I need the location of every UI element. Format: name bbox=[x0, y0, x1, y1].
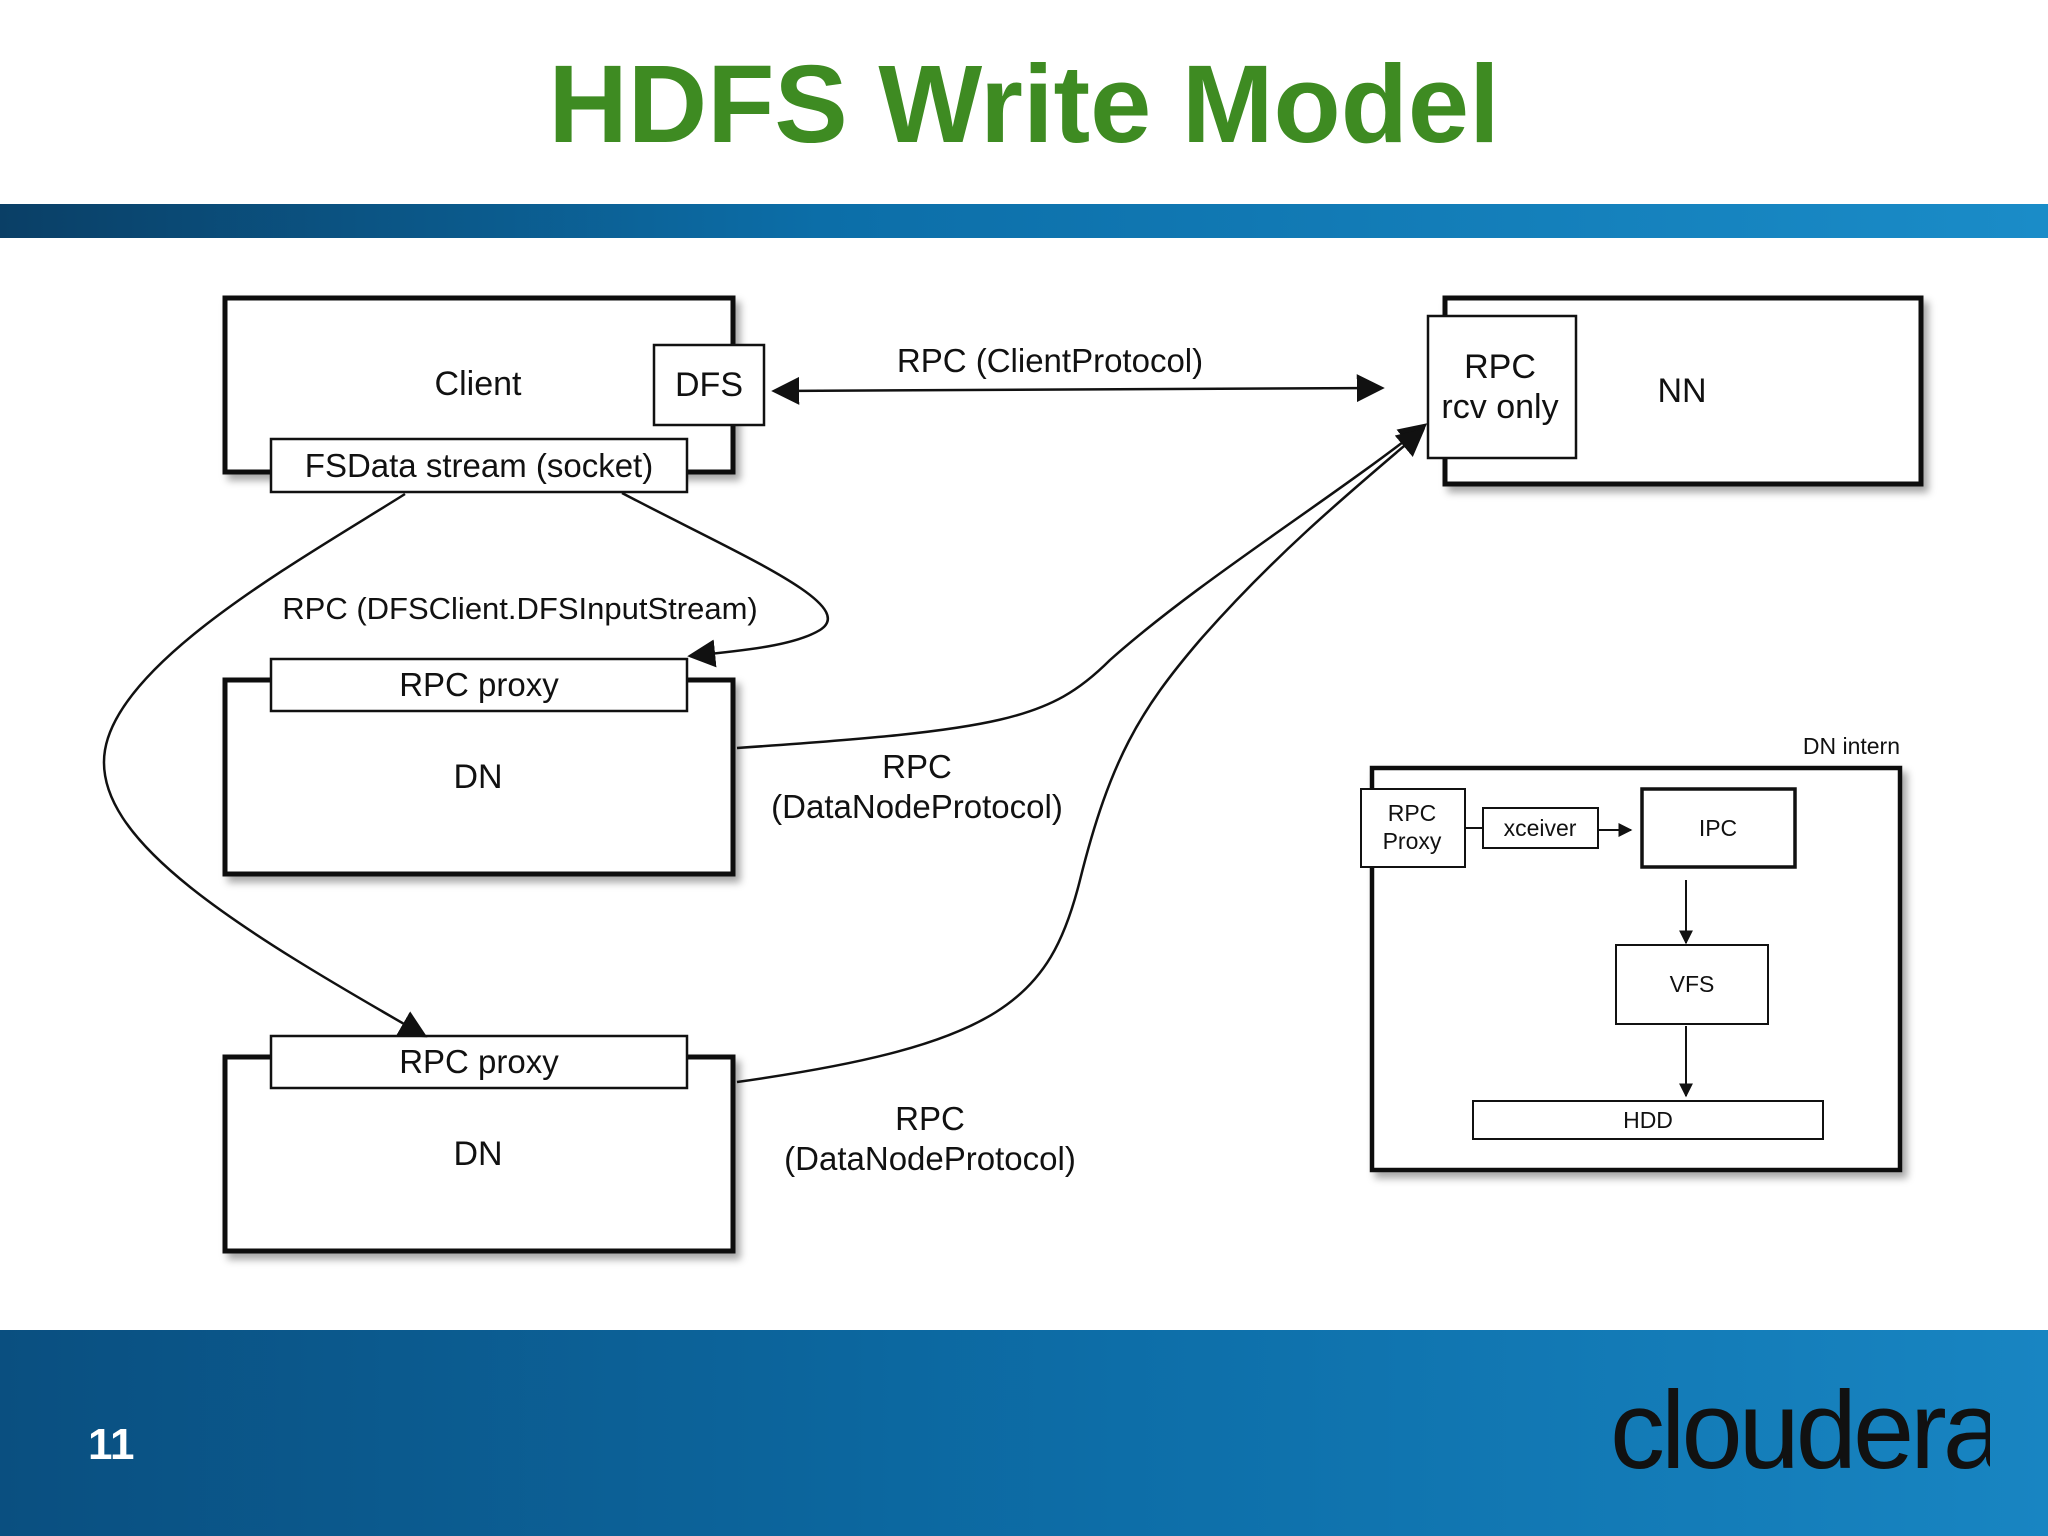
client-node: Client DFS FSData stream (socket) bbox=[222, 295, 766, 494]
dn-intern-title: DN intern bbox=[1803, 733, 1900, 759]
slide-title: HDFS Write Model bbox=[548, 43, 1500, 166]
nn-rpc-line2: rcv only bbox=[1441, 388, 1558, 426]
page-number: 11 bbox=[88, 1420, 135, 1469]
edge-dfsclient-stream bbox=[621, 491, 829, 668]
dn2-proxy-label: RPC proxy bbox=[399, 1043, 559, 1080]
dn-intern-panel: DN intern RPC Proxy xceiver IPC VFS HDD bbox=[1360, 733, 1903, 1173]
vfs-label: VFS bbox=[1670, 971, 1715, 997]
edges bbox=[102, 374, 1428, 1084]
dfsclient-label: RPC (DFSClient.DFSInputStream) bbox=[282, 591, 757, 626]
nn-label: NN bbox=[1657, 372, 1706, 410]
xceiver-label: xceiver bbox=[1504, 815, 1577, 841]
dn2-rpc-label: RPC bbox=[895, 1100, 965, 1137]
dn1-label: DN bbox=[453, 758, 502, 796]
edge-dn2-to-nn bbox=[736, 428, 1426, 1084]
ipc-label: IPC bbox=[1699, 815, 1737, 841]
intern-edges bbox=[1465, 823, 1693, 1098]
hdd-label: HDD bbox=[1623, 1107, 1673, 1133]
dfs-label: DFS bbox=[675, 366, 743, 404]
client-label: Client bbox=[435, 365, 522, 403]
namenode: RPC rcv only NN bbox=[1426, 295, 1924, 487]
datanode-1: RPC proxy DN bbox=[222, 657, 736, 877]
intern-rpc-line1: RPC bbox=[1388, 800, 1437, 826]
dn2-label: DN bbox=[453, 1135, 502, 1173]
dn1-protocol-label: (DataNodeProtocol) bbox=[771, 788, 1063, 825]
nn-rpc-line1: RPC bbox=[1464, 348, 1536, 386]
logo-text: cloudera bbox=[1610, 1369, 1990, 1492]
dn1-proxy-label: RPC proxy bbox=[399, 666, 559, 703]
client-protocol-label: RPC (ClientProtocol) bbox=[897, 342, 1203, 379]
edge-stream-to-dn2 bbox=[102, 492, 428, 1038]
datanode-2: RPC proxy DN bbox=[222, 1034, 736, 1254]
dn2-protocol-label: (DataNodeProtocol) bbox=[784, 1140, 1076, 1177]
edge-dn1-to-nn bbox=[736, 423, 1428, 750]
footer-band bbox=[0, 1330, 2048, 1536]
cloudera-logo: cloudera bbox=[1610, 1369, 1990, 1492]
edge-client-protocol bbox=[771, 374, 1385, 405]
intern-rpc-line2: Proxy bbox=[1383, 828, 1442, 854]
header-band bbox=[0, 204, 2048, 238]
dn1-rpc-label: RPC bbox=[882, 748, 952, 785]
fsdata-stream-label: FSData stream (socket) bbox=[305, 447, 653, 484]
